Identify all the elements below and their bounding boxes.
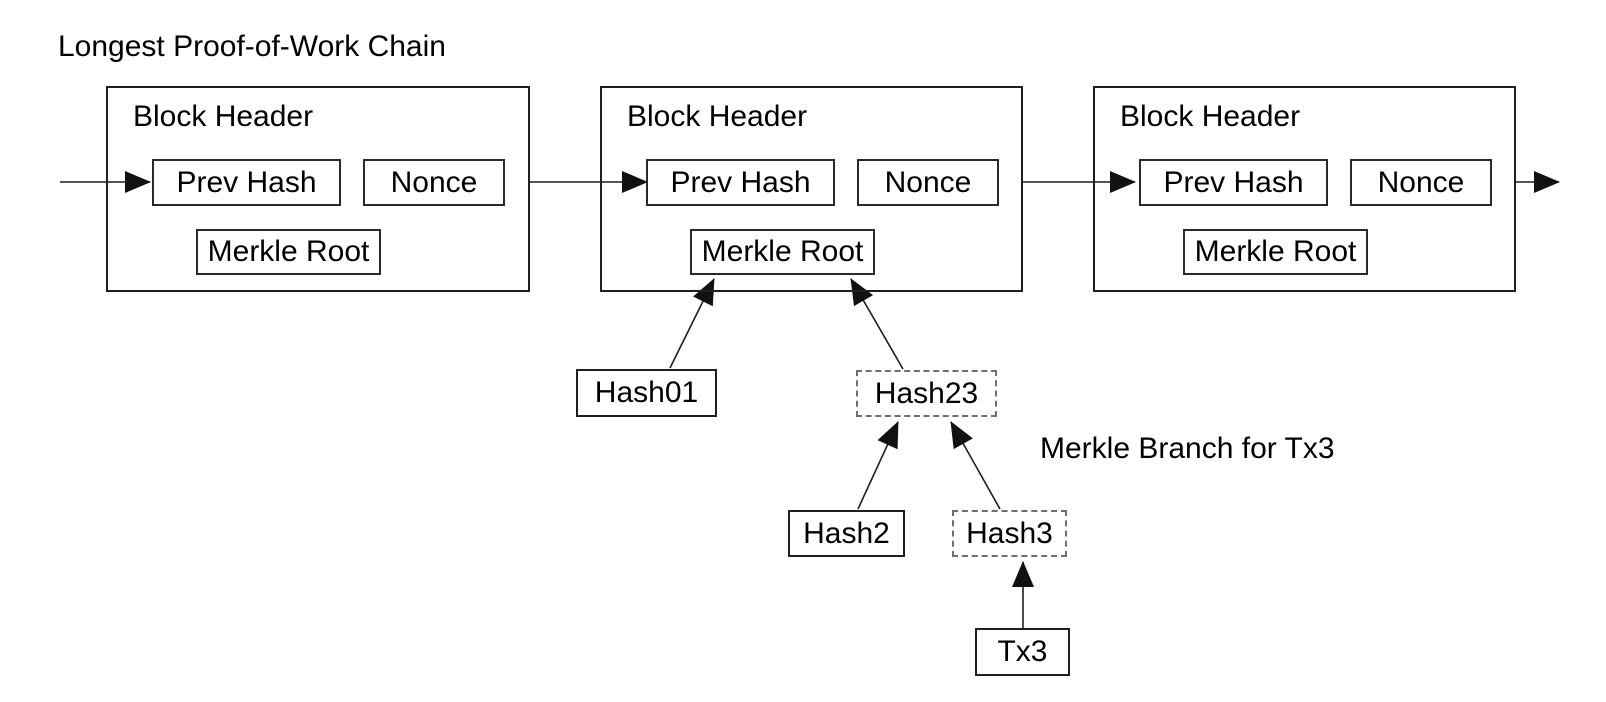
tx3-box: Tx3 [975,628,1070,676]
block-header-box-2: Block Header Prev Hash Nonce Merkle Root [600,86,1023,292]
block-header-label: Block Header [133,100,314,133]
block-header-box-3: Block Header Prev Hash Nonce Merkle Root [1093,86,1516,292]
merkle-root-box: Merkle Root [1183,229,1368,275]
hash01-box: Hash01 [576,369,717,417]
merkle-root-box: Merkle Root [196,229,381,275]
prev-hash-box: Prev Hash [646,159,835,206]
hash23-box: Hash23 [856,370,997,417]
merkle-branch-label: Merkle Branch for Tx3 [1040,432,1335,465]
hash2-box: Hash2 [788,510,905,557]
arrow-hash2-to-hash23 [857,421,899,510]
prev-hash-box: Prev Hash [1139,159,1328,206]
hash3-box: Hash3 [952,510,1067,557]
nonce-box: Nonce [857,159,999,206]
nonce-box: Nonce [363,159,505,206]
arrow-hash23-to-merkle-root [850,278,904,370]
block-header-label: Block Header [1120,100,1301,133]
prev-hash-box: Prev Hash [152,159,341,206]
merkle-root-box: Merkle Root [690,229,875,275]
diagram-title: Longest Proof-of-Work Chain [58,30,446,63]
arrow-hash3-to-hash23 [950,421,1001,510]
arrow-hash01-to-merkle-root [669,278,715,369]
block-header-label: Block Header [627,100,808,133]
block-header-box-1: Block Header Prev Hash Nonce Merkle Root [106,86,530,292]
nonce-box: Nonce [1350,159,1492,206]
